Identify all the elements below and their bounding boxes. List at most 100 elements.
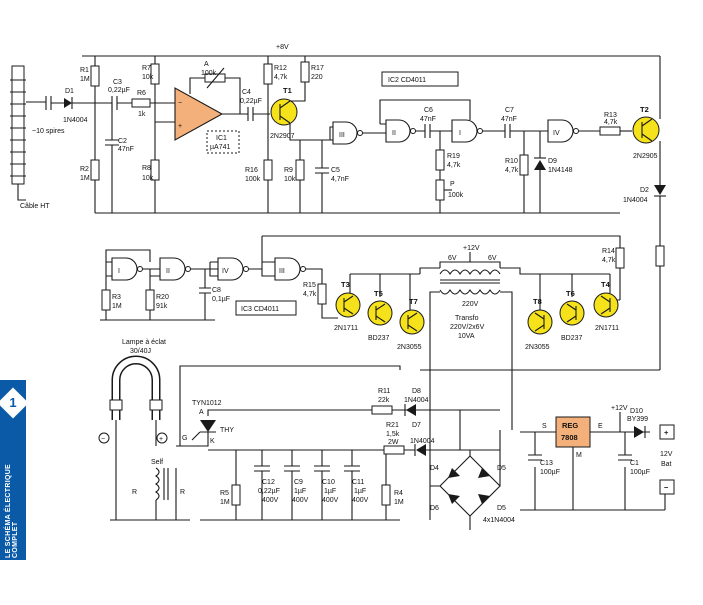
c11-volt: 400V [352, 497, 369, 504]
diode-d9 [534, 160, 546, 170]
thy-ref: THY [220, 427, 234, 434]
bridge-rectifier [439, 455, 501, 517]
t4-ref: T4 [601, 280, 611, 289]
r19-ref: R19 [447, 153, 460, 160]
battery-plus-label: + [664, 428, 669, 437]
t3-value: 2N1711 [334, 325, 358, 332]
battery-line2: Bat [661, 461, 672, 468]
capacitor-c12 [254, 450, 270, 520]
battery-minus-label: − [664, 483, 669, 492]
primary-label: 220V [462, 301, 479, 308]
ic3-wires [105, 236, 338, 320]
d7-value: 1N4004 [410, 438, 435, 445]
resistor-r3 [101, 289, 111, 311]
t6-symbol [566, 303, 577, 323]
r13-ref: R13 [604, 112, 617, 119]
battery-plus-terminal [659, 424, 675, 440]
diode-d10 [634, 426, 644, 438]
capacitor-c6 [424, 124, 452, 138]
resistor-r13 [599, 126, 621, 136]
ic2-label: IC2 CD4011 [388, 77, 426, 84]
t7-value: 2N3055 [397, 344, 422, 351]
gate-label: IV [222, 268, 229, 275]
ic2-label-box [381, 71, 459, 87]
c7-ref: C7 [505, 107, 514, 114]
c6-ref: C6 [424, 107, 433, 114]
r14-value: 4,7k [602, 257, 616, 264]
reg-m: M [576, 452, 582, 459]
c7-value: 47nF [501, 116, 517, 123]
t4-symbol [600, 295, 611, 315]
t7-ref: T7 [409, 297, 418, 306]
t8-symbol [534, 312, 545, 332]
primary-to-bridge-wires [429, 291, 513, 520]
lamp-minus-label: − [101, 436, 105, 443]
flash-lamp-inner [113, 357, 159, 420]
ic1-label-box [206, 130, 240, 154]
d8-value: 1N4004 [404, 397, 429, 404]
r10-ref: R10 [505, 158, 518, 165]
nand-gate-ic2-iii [332, 121, 358, 145]
cable-label: Câble HT [20, 203, 50, 210]
bridge-value: 4x1N4004 [483, 517, 515, 524]
c6-value: 47nF [420, 116, 436, 123]
nand-gate-ic3-iv [217, 257, 244, 281]
c12-value: 0,22µF [258, 488, 280, 495]
t5-ref: T5 [374, 289, 383, 298]
feedback-wire [189, 77, 241, 114]
r15-ref: R15 [303, 282, 316, 289]
diode-d1 [64, 97, 82, 109]
thy-part: TYN1012 [192, 400, 222, 407]
t2-ref: T2 [640, 105, 649, 114]
capacitor-c10 [314, 450, 330, 520]
gate-label: I [118, 268, 120, 275]
resistor-r20 [145, 289, 155, 311]
transistor-t6 [559, 300, 585, 326]
ic3-feedback-wire [262, 235, 621, 300]
self-coil [155, 467, 169, 501]
battery-line1: 12V [660, 451, 673, 458]
wire-resistor-right [655, 245, 665, 267]
r19-value: 4,7k [447, 162, 461, 169]
transformer-secondary [439, 269, 501, 276]
r6-ref: R6 [137, 90, 146, 97]
section-title: LE SCHÉMA ÉLECTRIQUE COMPLET [5, 463, 19, 558]
transistor-t5 [367, 300, 393, 326]
d10-ref: D10 [630, 408, 643, 415]
lamp-line1: Lampe à éclat [122, 339, 166, 346]
nand-gate-ic2-ii [385, 119, 411, 143]
c4-value: 0,22µF [240, 98, 262, 105]
reg-value: 7808 [561, 433, 578, 442]
resistor-r7 [150, 63, 160, 85]
d9-value: 1N4148 [548, 167, 573, 174]
t6-ref: T6 [566, 289, 575, 298]
resistor-r2 [90, 159, 100, 181]
r16-value: 100k [245, 176, 261, 183]
opamp-plus: + [178, 123, 182, 130]
transformer-core [440, 279, 500, 284]
d10-value: BY399 [627, 416, 648, 423]
lamp-line2: 30/40J [130, 348, 151, 355]
self-label: Self [151, 459, 163, 466]
capacitor-c7 [504, 124, 548, 138]
thy-cathode: K [210, 438, 215, 445]
gate-label: III [279, 268, 285, 275]
r20-ref: R20 [156, 294, 169, 301]
transfo-line2: 220V/2x6V [450, 324, 485, 331]
input-capacitor [45, 96, 64, 110]
gate-label: IV [553, 130, 560, 137]
self-leads [155, 468, 177, 520]
plus8v-label: +8V [276, 44, 289, 51]
d8-to-bridge [416, 409, 461, 450]
c5-ref: C5 [331, 167, 340, 174]
t2-symbol [641, 118, 653, 142]
resistor-r6 [131, 98, 151, 108]
transistor-t1 [270, 98, 298, 126]
d2-ref: D2 [640, 187, 649, 194]
r11-ref: R11 [378, 388, 390, 395]
r4-value: 1M [394, 499, 404, 506]
secondary-left-label: 6V [448, 255, 457, 262]
r6-value: 1k [138, 111, 146, 118]
pot-a-ref: A [204, 61, 209, 68]
